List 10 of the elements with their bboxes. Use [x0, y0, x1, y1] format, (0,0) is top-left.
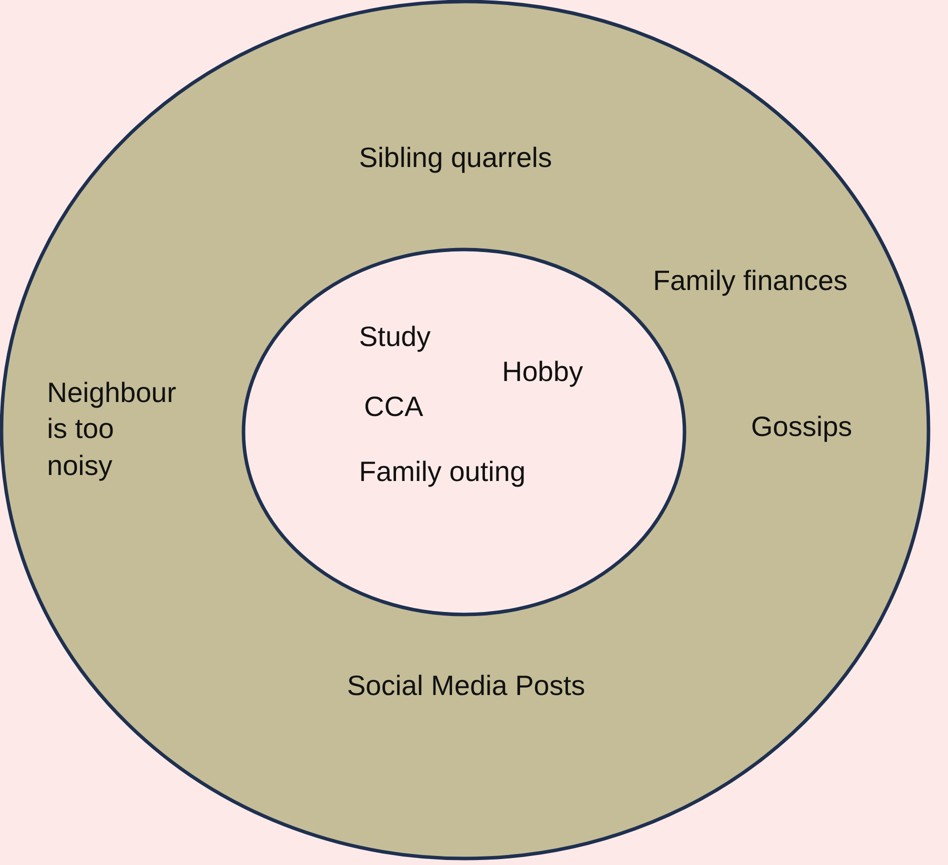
- circle-label: Family outing: [359, 455, 526, 489]
- outer-circle: [0, 0, 930, 860]
- circle-label: Hobby: [502, 355, 583, 389]
- circle-label: Gossips: [751, 410, 852, 444]
- circle-label: Neighbour is too noisy: [47, 376, 178, 483]
- circle-label: CCA: [364, 390, 424, 424]
- circle-label: Social Media Posts: [347, 669, 586, 703]
- circle-label: Sibling quarrels: [359, 141, 552, 175]
- circle-label: Study: [359, 320, 431, 354]
- circle-label: Family finances: [653, 264, 848, 298]
